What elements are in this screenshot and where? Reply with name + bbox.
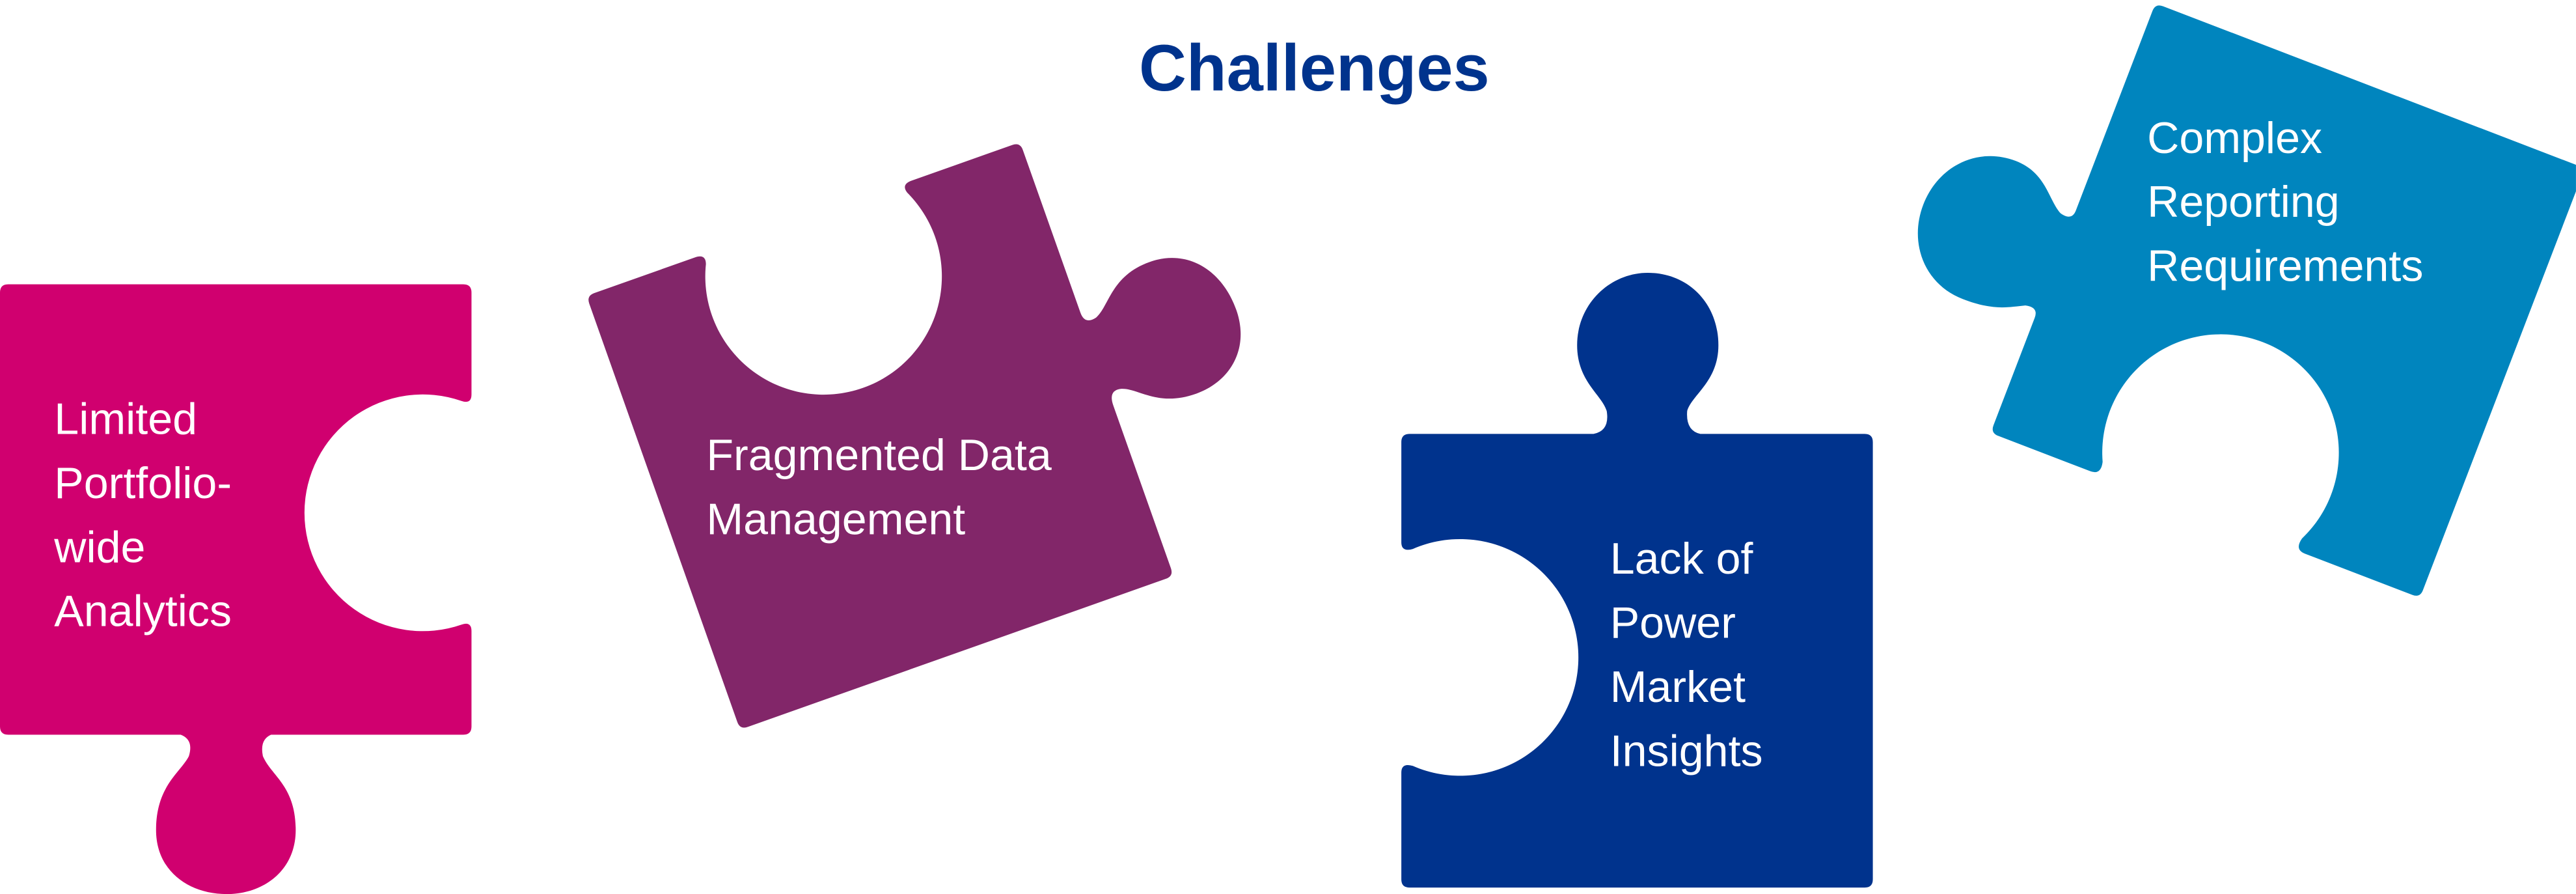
label-line: Market [1610,662,1746,712]
label-line: Portfolio- [54,458,232,508]
label-line: Requirements [2147,242,2424,291]
label-line: Analytics [54,587,232,636]
label-line: Reporting [2147,177,2340,227]
puzzle-piece-icon [588,144,1241,728]
label-line: Lack of [1610,534,1753,584]
label-line: Power [1610,598,1736,648]
piece-label-limited-analytics: Limited Portfolio- wide Analytics [54,388,232,645]
diagram-title: Challenges [1139,33,1490,105]
piece-label-fragmented-data: Fragmented Data Management [706,424,1051,552]
piece-label-power-market: Lack of Power Market Insights [1610,527,1763,784]
label-line: wide [54,522,146,572]
label-line: Limited [54,394,198,444]
label-line: Management [706,494,966,544]
piece-label-complex-reporting: Complex Reporting Requirements [2147,107,2423,299]
puzzle-piece-icon [1401,273,1873,888]
label-line: Complex [2147,113,2323,163]
label-line: Insights [1610,726,1763,776]
puzzle-piece-icon [0,284,472,894]
puzzle-piece-icon [1917,5,2576,596]
label-line: Fragmented Data [706,430,1052,481]
